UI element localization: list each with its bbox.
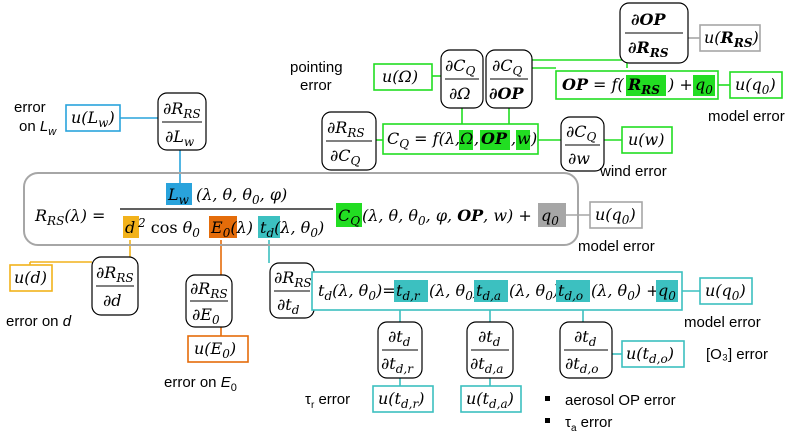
o3-error: [O₃] error	[706, 346, 768, 363]
model-error-td: model error	[684, 314, 761, 331]
u-q0-op: u(q0)	[735, 75, 776, 97]
svg-text:(λ, θ0) +: (λ, θ0) +	[591, 281, 660, 303]
svg-text:,: ,	[474, 129, 479, 148]
main-cq-args: (λ, θ, θ0, φ, OP, w) +	[362, 206, 532, 228]
pointing-error-2: error	[300, 77, 332, 94]
d-highlight	[123, 216, 139, 238]
u-e0: u(E0)	[194, 339, 236, 361]
op-equation: OP = f(	[562, 75, 624, 94]
u-omega: u(Ω)	[382, 67, 418, 86]
numerator-args: (λ, θ, θ0, φ)	[196, 185, 287, 207]
dCQ-dw-den: ∂w	[568, 149, 590, 168]
u-tdo-box	[621, 340, 685, 368]
u-q0-main: u(q0)	[595, 205, 636, 227]
u-lw: u(Lw)	[71, 108, 115, 130]
model-error-main: model error	[578, 238, 655, 255]
dCQ-dOmega-den: ∂Ω	[449, 84, 471, 103]
u-w: u(w)	[628, 130, 664, 149]
u-d: u(d)	[14, 268, 47, 287]
e0-highlight	[209, 216, 237, 238]
error-on-d: error on d	[6, 313, 72, 330]
u-omega-box	[373, 63, 433, 91]
u-rrs-box	[699, 24, 761, 52]
lw-highlight	[166, 183, 192, 205]
svg-text:): )	[530, 129, 537, 148]
denominator-e0: E0(λ)	[210, 218, 253, 240]
td-equation: td(λ, θ0)=	[318, 281, 396, 303]
bullet-aerosol	[545, 396, 550, 401]
cq-equation: CQ = f(λ,	[387, 129, 460, 151]
wind-error: wind error	[599, 163, 667, 180]
u-q0-op-box	[729, 71, 783, 99]
error-on-e0: error on E0	[164, 374, 237, 394]
u-w-box	[621, 126, 673, 154]
td-highlight	[258, 216, 280, 238]
pointing-error-1: pointing	[290, 59, 343, 76]
svg-text:,: ,	[511, 129, 516, 148]
denominator-cos: 2 cos θ0	[137, 216, 200, 240]
denominator-td: td(λ, θ0)	[260, 218, 324, 240]
cq-highlight	[336, 203, 362, 227]
dOP-dRRS-num: ∂OP	[631, 10, 666, 29]
u-d-box	[9, 264, 53, 292]
denominator-d: d	[125, 218, 135, 237]
svg-text:OP: OP	[481, 129, 508, 148]
bullet-tau-a	[545, 418, 550, 423]
u-q0-main-box	[589, 201, 643, 229]
dR-dd-den: ∂d	[103, 291, 122, 310]
error-on-lw-2: on Lw	[19, 118, 57, 138]
main-equation-frame	[23, 172, 579, 246]
aerosol-op-error: aerosol OP error	[565, 392, 676, 409]
model-error-op: model error	[708, 108, 785, 125]
error-on-lw-1: error	[14, 99, 46, 116]
dCQ-dw-box	[560, 116, 605, 172]
u-q0-td-box	[699, 277, 753, 305]
u-tda-box	[460, 385, 522, 413]
u-tdr-box	[372, 385, 434, 413]
dCQ-dOP-den: ∂OP	[489, 84, 524, 103]
q0-main-highlight	[538, 203, 566, 227]
u-lw-box	[65, 104, 121, 132]
u-q0-td: u(q0)	[705, 281, 746, 303]
main-lhs: RRS(λ) =	[34, 206, 105, 228]
u-e0-box	[187, 335, 249, 363]
svg-text:w: w	[517, 129, 531, 148]
tau-r-error: τr error	[305, 391, 350, 411]
svg-text:) +: ) +	[667, 75, 693, 94]
tau-a-error: τa error	[565, 414, 612, 434]
svg-text:Ω: Ω	[459, 129, 473, 148]
